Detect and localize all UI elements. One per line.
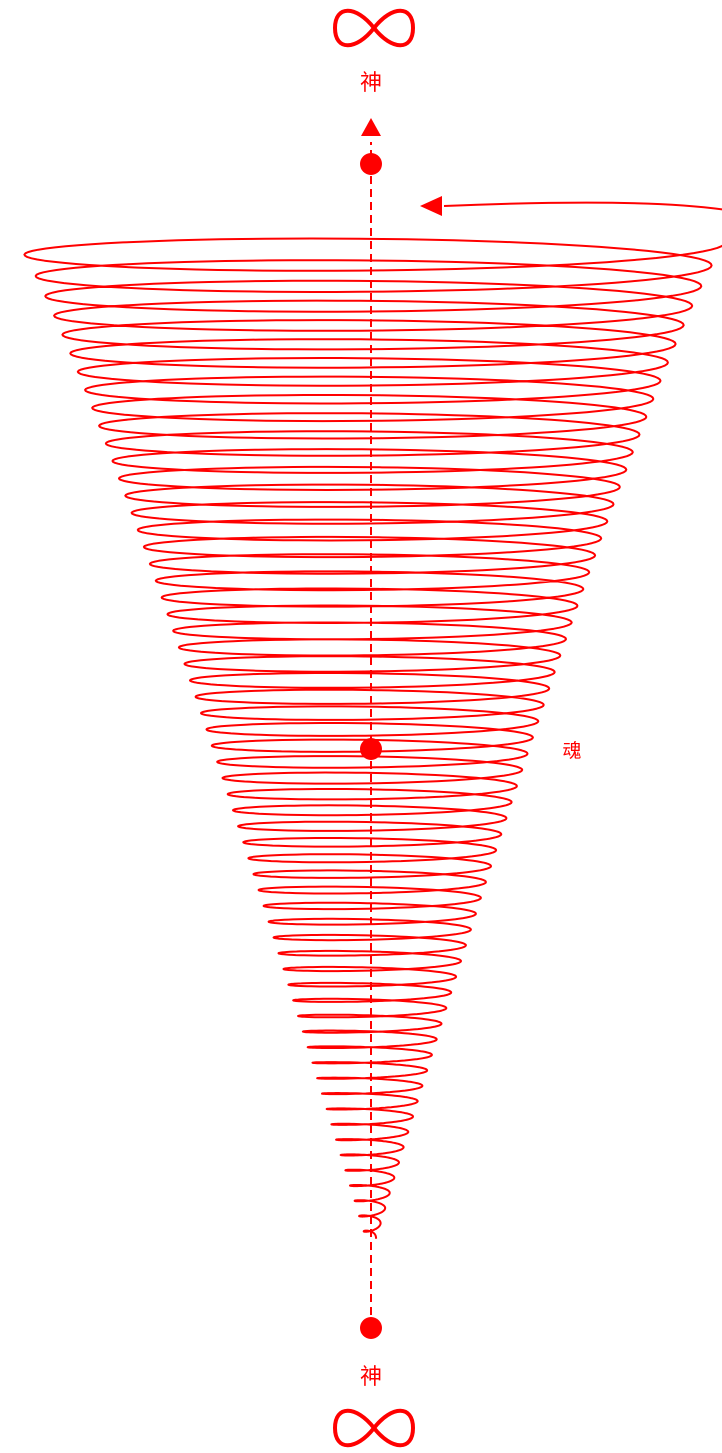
node-middle	[360, 738, 382, 760]
top-label: 神	[360, 71, 382, 96]
infinity-icon	[332, 1408, 416, 1448]
node-bottom	[360, 1317, 382, 1339]
spiral-coil	[23, 201, 722, 1240]
spiral-arrow-left-icon	[420, 196, 442, 216]
infinity-symbol-bottom	[332, 1408, 416, 1448]
middle-label: 魂	[562, 740, 581, 762]
spiral-lead-in	[443, 201, 722, 211]
spiral-path	[23, 237, 722, 1240]
bottom-label: 神	[360, 1365, 382, 1390]
infinity-icon	[332, 8, 416, 48]
infinity-symbol-top	[332, 8, 416, 48]
node-top	[360, 153, 382, 175]
axis-arrow-up-icon	[361, 118, 381, 136]
